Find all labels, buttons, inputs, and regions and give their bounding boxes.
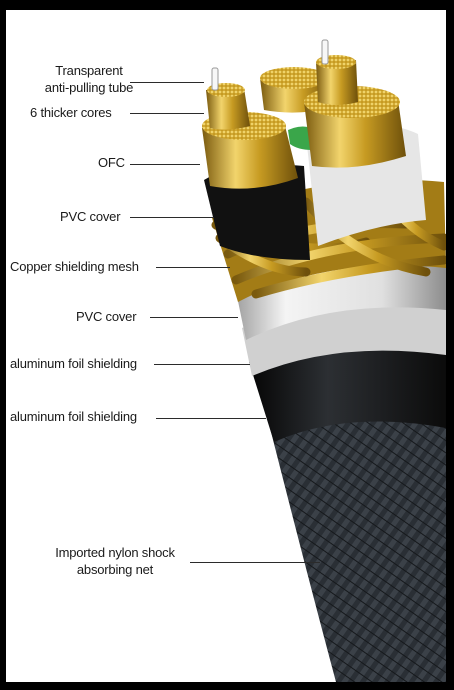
label-nylon-net-line2: absorbing net <box>76 562 154 577</box>
label-ofc: OFC <box>98 154 125 171</box>
label-nylon-net-line1: Imported nylon shock <box>55 545 175 560</box>
label-thicker-cores-text: 6 thicker cores <box>30 105 112 120</box>
leader-pvc-cover-1 <box>130 217 214 218</box>
leader-thicker-cores <box>130 113 204 114</box>
label-transparent-tube-line2: anti-pulling tube <box>44 80 134 95</box>
label-transparent-tube: Transparent anti-pulling tube <box>30 62 148 96</box>
anti-pulling-tube-right <box>321 39 329 65</box>
core-pvc-black <box>204 164 310 260</box>
label-pvc-cover-2-text: PVC cover <box>76 309 137 324</box>
leader-foil-shielding-2 <box>156 418 266 419</box>
label-thicker-cores: 6 thicker cores <box>30 104 112 121</box>
label-foil-shielding-1: aluminum foil shielding <box>10 355 137 372</box>
leader-copper-mesh <box>156 267 230 268</box>
label-transparent-tube-line1: Transparent <box>55 63 123 78</box>
cable-illustration <box>202 39 446 682</box>
label-foil-shielding-2: aluminum foil shielding <box>10 408 137 425</box>
label-foil-shielding-1-text: aluminum foil shielding <box>10 356 137 371</box>
leader-transparent-tube <box>130 82 204 83</box>
nylon-jacket <box>268 415 446 682</box>
label-ofc-text: OFC <box>98 155 125 170</box>
leader-foil-shielding-1 <box>154 364 250 365</box>
label-copper-mesh: Copper shielding mesh <box>10 258 139 275</box>
label-pvc-cover-1-text: PVC cover <box>60 209 121 224</box>
label-nylon-net: Imported nylon shock absorbing net <box>40 544 190 578</box>
foil-shielding-outer <box>249 336 446 442</box>
leader-pvc-cover-2 <box>150 317 238 318</box>
label-pvc-cover-2: PVC cover <box>76 308 137 325</box>
label-pvc-cover-1: PVC cover <box>60 208 121 225</box>
leader-ofc <box>130 164 200 165</box>
anti-pulling-tube-left <box>211 67 219 91</box>
leader-nylon-net <box>190 562 320 563</box>
label-copper-mesh-text: Copper shielding mesh <box>10 259 139 274</box>
diagram-frame: Transparent anti-pulling tube 6 thicker … <box>6 10 446 682</box>
label-foil-shielding-2-text: aluminum foil shielding <box>10 409 137 424</box>
